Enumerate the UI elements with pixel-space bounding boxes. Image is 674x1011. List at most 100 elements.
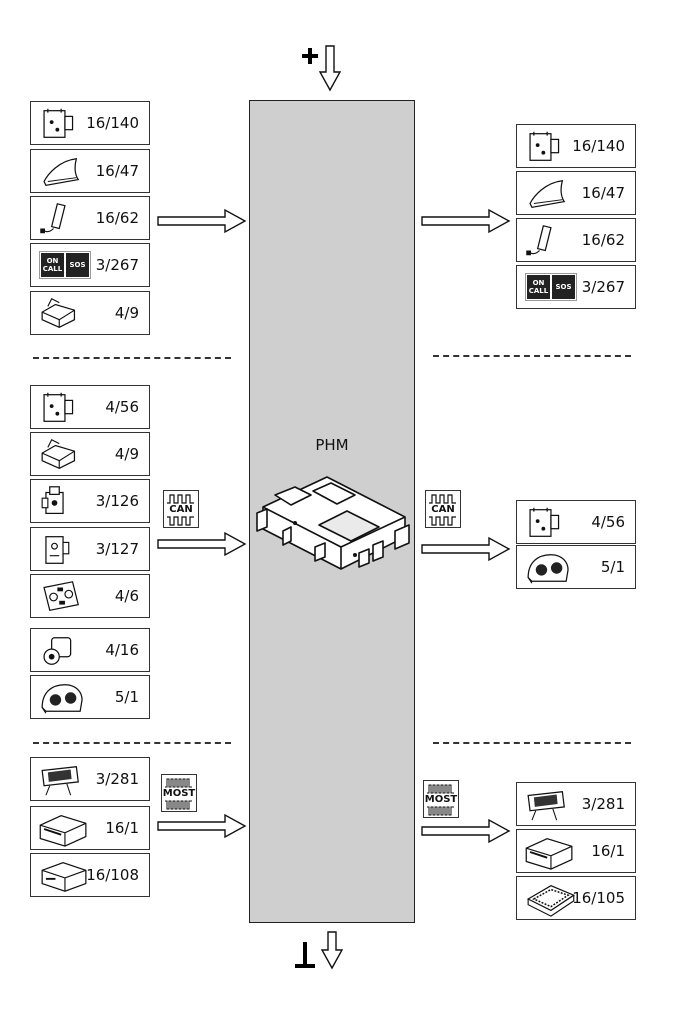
component-box: 16/62 — [30, 196, 150, 240]
media-unit-icon — [41, 862, 87, 892]
divider-right-1 — [433, 355, 631, 357]
component-code-label: 5/1 — [114, 688, 139, 706]
microphone-icon — [40, 203, 66, 234]
component-box: 4/16 — [30, 628, 150, 672]
output-arrow-1 — [421, 208, 511, 234]
component-box: 16/1 — [516, 829, 636, 873]
sos-label: SOS — [69, 261, 86, 269]
call-label: CALL — [42, 265, 63, 273]
power-supply-plus-arrow-icon — [302, 45, 342, 92]
control-module-icon — [43, 392, 74, 422]
component-code-label: 3/267 — [581, 278, 625, 296]
divider-left-2 — [33, 742, 231, 744]
shark-fin-antenna-icon — [529, 179, 566, 208]
display-icon — [527, 791, 565, 821]
divider-right-2 — [433, 742, 631, 744]
component-code-label: 16/140 — [86, 114, 139, 132]
component-box: 3/126 — [30, 479, 150, 523]
component-box: 3/127 — [30, 527, 150, 571]
control-module-icon — [529, 131, 560, 161]
component-code-label: 4/6 — [114, 587, 139, 605]
phm-label: PHM — [315, 436, 349, 454]
component-box: 3/281 — [516, 782, 636, 826]
component-box: 4/56 — [30, 385, 150, 429]
component-code-label: 4/16 — [105, 641, 139, 659]
component-box: 4/6 — [30, 574, 150, 618]
component-box: 16/140 — [516, 124, 636, 168]
can-label: CAN — [431, 504, 455, 515]
output-arrow-2 — [421, 536, 511, 562]
control-module-icon — [529, 507, 560, 537]
shark-fin-antenna-icon — [43, 157, 80, 186]
component-box: 16/1 — [30, 806, 150, 850]
component-box: 16/105 — [516, 876, 636, 920]
can-bus-badge-right: CAN — [425, 490, 461, 528]
amplifier-icon — [526, 885, 576, 917]
climate-panel-icon — [43, 581, 80, 612]
component-box: 4/9 — [30, 432, 150, 476]
can-bus-badge-left: CAN — [163, 490, 199, 528]
sensor-module-icon — [45, 536, 70, 564]
component-box: 16/108 — [30, 853, 150, 897]
input-arrow-2 — [157, 531, 247, 557]
component-box: 16/47 — [30, 149, 150, 193]
instrument-cluster-icon — [41, 684, 83, 714]
can-label: CAN — [169, 504, 193, 515]
component-code-label: 16/47 — [581, 184, 625, 202]
component-code-label: 16/62 — [581, 231, 625, 249]
component-box: 4/9 — [30, 291, 150, 335]
component-box: 16/47 — [516, 171, 636, 215]
on-label: ON — [532, 279, 545, 287]
component-box: 4/56 — [516, 500, 636, 544]
component-code-label: 16/62 — [95, 209, 139, 227]
component-box: 5/1 — [30, 675, 150, 719]
component-code-label: 3/267 — [95, 256, 139, 274]
module-icon — [41, 298, 76, 328]
component-box: 3/281 — [30, 757, 150, 801]
sos-label: SOS — [555, 283, 572, 291]
infotainment-unit-icon — [39, 815, 87, 847]
microphone-icon — [526, 225, 552, 256]
module-icon — [41, 439, 76, 469]
most-bus-badge-right: MOST — [423, 780, 459, 818]
component-box: 5/1 — [516, 545, 636, 589]
component-code-label: 3/126 — [95, 492, 139, 510]
divider-left-1 — [33, 357, 231, 359]
component-code-label: 3/281 — [581, 795, 625, 813]
component-code-label: 5/1 — [600, 558, 625, 576]
component-code-label: 16/1 — [591, 842, 625, 860]
most-label: MOST — [424, 794, 458, 805]
switch-module-icon — [41, 486, 64, 515]
control-module-icon — [43, 108, 74, 138]
call-label: CALL — [528, 287, 549, 295]
component-code-label: 16/108 — [86, 866, 139, 884]
component-code-label: 16/140 — [572, 137, 625, 155]
component-code-label: 4/56 — [105, 398, 139, 416]
infotainment-unit-icon — [525, 838, 573, 870]
component-code-label: 16/105 — [572, 889, 625, 907]
output-arrow-3 — [421, 818, 511, 844]
component-code-label: 3/127 — [95, 540, 139, 558]
component-code-label: 4/9 — [114, 445, 139, 463]
most-label: MOST — [162, 788, 196, 799]
component-code-label: 16/1 — [105, 819, 139, 837]
component-code-label: 3/281 — [95, 770, 139, 788]
instrument-cluster-icon — [527, 554, 569, 584]
display-icon — [41, 766, 79, 796]
component-code-label: 4/56 — [591, 513, 625, 531]
component-box: 16/140 — [30, 101, 150, 145]
ground-arrow-icon — [295, 931, 344, 970]
steering-lock-icon — [43, 637, 72, 665]
most-bus-badge-left: MOST — [161, 774, 197, 812]
component-box: 16/62 — [516, 218, 636, 262]
input-arrow-3 — [157, 813, 247, 839]
input-arrow-1 — [157, 208, 247, 234]
component-code-label: 16/47 — [95, 162, 139, 180]
on-label: ON — [46, 257, 59, 265]
phm-module-icon — [256, 476, 410, 570]
component-code-label: 4/9 — [114, 304, 139, 322]
